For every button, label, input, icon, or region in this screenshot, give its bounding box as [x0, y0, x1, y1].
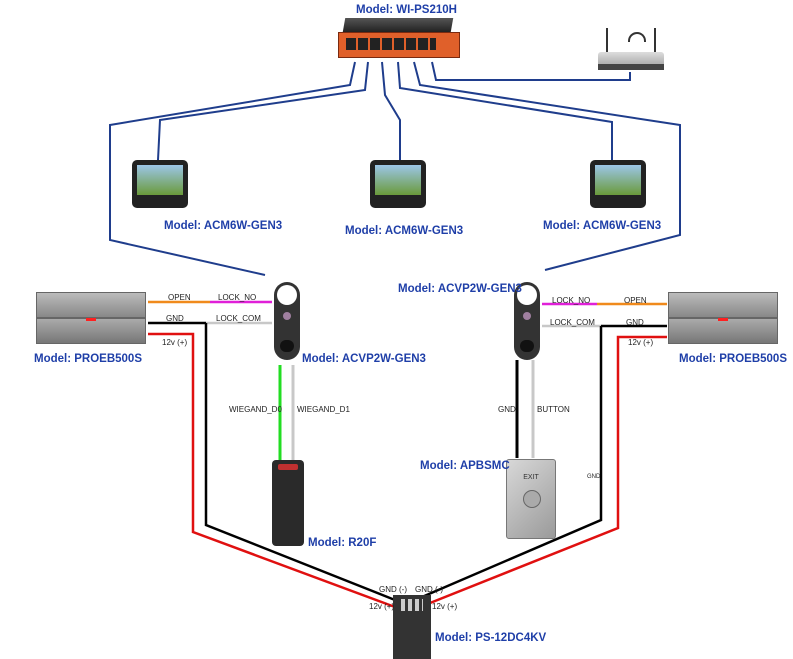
power-supply: [393, 595, 431, 659]
monitor-right-model-label: Model: ACM6W-GEN3: [543, 220, 662, 232]
wire-label-left-gnd: GND: [166, 314, 184, 323]
ps-label-12v-left: 12v (+): [369, 602, 395, 611]
exit-text: EXIT: [523, 474, 539, 481]
cable-to-monitor-right: [397, 61, 613, 160]
cable-to-router: [431, 61, 631, 81]
lock-right-model-label: Model: PROEB500S: [679, 353, 787, 365]
wire-label-right-12v: 12v (+): [628, 338, 654, 347]
exit-button-model-label: Model: APBSMC: [420, 460, 510, 472]
wire-label-left-open: OPEN: [168, 293, 191, 302]
cable-to-doorbell-left: [109, 61, 356, 276]
wire-label-wiegand-d1: WIEGAND_D1: [297, 405, 350, 414]
monitor-center-model-label: Model: ACM6W-GEN3: [345, 225, 464, 237]
wifi-router: [598, 28, 666, 74]
doorbell-right-model-label: Model: ACVP2W-GEN3: [398, 283, 522, 295]
ps-label-12v-right: 12v (+): [432, 602, 458, 611]
card-reader: [272, 460, 304, 546]
wire-label-left-lock-com: LOCK_COM: [216, 314, 261, 323]
ps-label-gnd-left: GND (-): [379, 585, 407, 594]
wire-label-button-gnd: GND: [498, 405, 516, 414]
doorbell-left: [274, 282, 300, 360]
wire-label-wiegand-d0: WIEGAND_D0: [229, 405, 282, 414]
wire-label-left-lock-no: LOCK_NO: [218, 293, 257, 302]
lock-right: [668, 292, 778, 344]
switch-model-label: Model: WI-PS210H: [356, 4, 457, 16]
doorbell-left-model-label: Model: ACVP2W-GEN3: [302, 353, 426, 365]
lock-left: [36, 292, 146, 344]
cable-to-monitor-center: [381, 61, 401, 160]
doorbell-right: [514, 282, 540, 360]
cable-to-doorbell-right: [413, 61, 681, 271]
lock-left-model-label: Model: PROEB500S: [34, 353, 142, 365]
wire-label-right-lock-com: LOCK_COM: [550, 318, 595, 327]
monitor-left: [132, 160, 188, 208]
wire-label-right-lock-no: LOCK_NO: [552, 296, 591, 305]
monitor-center: [370, 160, 426, 208]
exit-button: EXIT: [506, 459, 556, 539]
power-supply-model-label: Model: PS-12DC4KV: [435, 632, 547, 644]
monitor-right: [590, 160, 646, 208]
wire-label-button: BUTTON: [537, 405, 570, 414]
reader-model-label: Model: R20F: [308, 537, 377, 549]
wire-label-right-gnd-vertical: GND: [587, 474, 601, 480]
wire-label-left-12v: 12v (+): [162, 338, 188, 347]
cable-to-monitor-left: [157, 61, 369, 161]
ps-label-gnd-right: GND (-): [415, 585, 443, 594]
poe-switch: [338, 18, 460, 60]
wire-label-right-open: OPEN: [624, 296, 647, 305]
network-cables: [109, 61, 681, 276]
wire-label-right-gnd: GND: [626, 318, 644, 327]
monitor-left-model-label: Model: ACM6W-GEN3: [164, 220, 283, 232]
